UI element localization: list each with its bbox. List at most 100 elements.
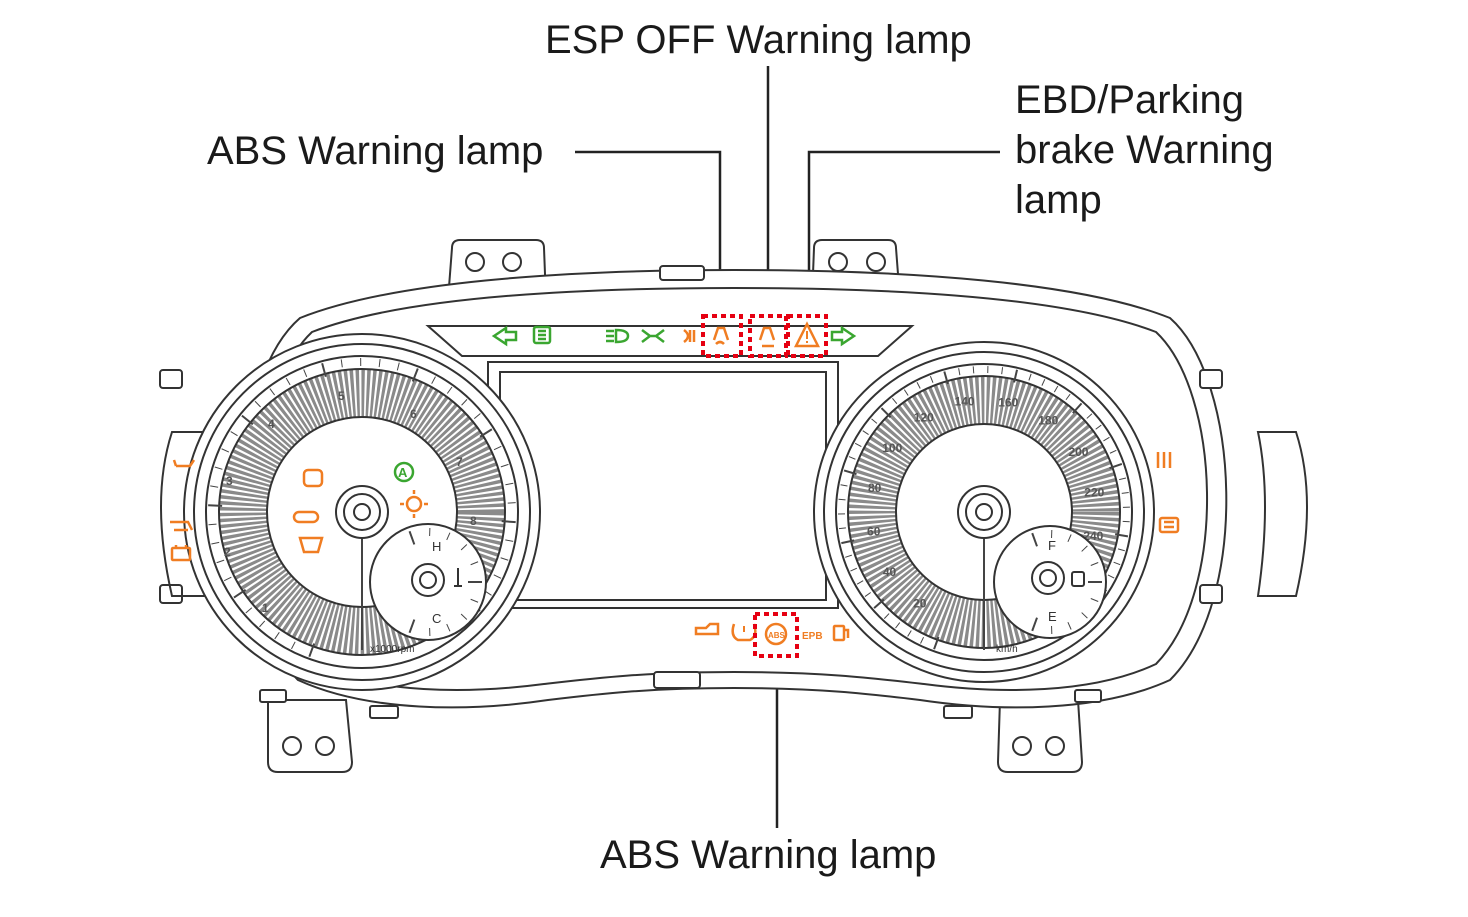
top-telltales: [491, 314, 857, 358]
tick-mark: [378, 359, 381, 368]
tick-mark: [1028, 373, 1032, 381]
speed-number: 220: [1084, 486, 1104, 500]
tick-mark: [1119, 477, 1127, 481]
temp-low-label: C: [432, 611, 441, 626]
warning-triangle-icon: [793, 321, 821, 348]
temp-high-label: H: [432, 539, 441, 554]
tick-mark: [1109, 449, 1117, 454]
seatbelt-icon: [170, 520, 194, 532]
tick-mark: [446, 623, 451, 632]
tick-mark: [473, 413, 481, 420]
tick-mark: [892, 397, 898, 405]
speed-number: 60: [867, 524, 881, 538]
tick-mark: [505, 482, 514, 486]
tacho-orange-icon-3: [298, 536, 324, 554]
speed-number: 240: [1083, 529, 1103, 543]
tick-mark: [1067, 621, 1072, 630]
abs-callout-top: ABS Warning lamp: [207, 129, 543, 173]
tick-mark: [848, 456, 856, 460]
tacho-number-5: 5: [338, 389, 345, 403]
bottom-telltales: ABS EPB: [694, 612, 850, 658]
tick-mark: [838, 527, 846, 530]
battery-icon: [170, 545, 192, 562]
speed-number: 20: [913, 597, 927, 611]
speed-number: 180: [1038, 413, 1058, 427]
tick-mark: [501, 520, 516, 524]
tick-mark: [943, 371, 949, 385]
tick-mark: [871, 418, 878, 424]
speed-number: 200: [1068, 445, 1088, 459]
tick-mark: [493, 574, 502, 579]
esp-off-icon: [758, 326, 776, 348]
tick-mark: [308, 643, 316, 658]
tick-mark: [843, 469, 857, 476]
tick-mark: [1031, 617, 1038, 632]
tick-mark: [291, 641, 296, 650]
ebd-callout-line2: brake Warning: [1015, 128, 1274, 172]
tick-mark: [230, 431, 238, 437]
tick-mark: [1072, 402, 1083, 414]
tick-mark: [929, 376, 934, 383]
tick-mark: [1086, 413, 1093, 419]
tick-mark: [1095, 424, 1102, 430]
tick-mark: [254, 400, 261, 408]
tick-mark: [895, 622, 901, 629]
tick-mark: [460, 613, 468, 620]
tick-mark: [841, 539, 855, 545]
tick-mark: [907, 630, 912, 637]
tick-mark: [1053, 385, 1059, 393]
mount-bracket-bottom-left: [267, 699, 354, 773]
tick-mark: [1013, 369, 1019, 383]
abs-highlight-box-top: [701, 314, 743, 358]
tick-mark: [211, 541, 220, 545]
tick-mark: [500, 463, 509, 468]
check-engine-icon: [694, 622, 720, 636]
speed-number: 40: [883, 565, 897, 579]
tick-mark: [500, 557, 509, 561]
oil-pressure-icon: [172, 459, 196, 468]
abs-highlight-box-bottom: [753, 612, 799, 658]
tick-mark: [241, 414, 254, 426]
esp-icon: [712, 326, 730, 345]
tacho-orange-icon-1: [302, 468, 324, 488]
tick-mark: [233, 588, 247, 599]
speed-number: 160: [998, 396, 1018, 410]
right-warning-icon-1: [1156, 452, 1172, 468]
tick-mark: [223, 576, 232, 582]
left-side-warnings: [170, 459, 196, 562]
tick-mark: [1081, 545, 1088, 552]
speed-unit: km/h: [996, 644, 1018, 655]
tick-mark: [883, 613, 890, 619]
tick-mark: [838, 498, 846, 501]
tick-mark: [933, 636, 940, 650]
tick-mark: [864, 592, 871, 597]
abs-icon: ABS: [764, 622, 788, 646]
tick-mark: [880, 407, 892, 419]
tick-mark: [479, 428, 493, 438]
tick-mark: [1090, 562, 1099, 566]
temp-icon: [454, 568, 462, 587]
temperature-gauge: H C: [369, 523, 487, 641]
ebd-callout-line1: EBD/Parking: [1015, 78, 1244, 122]
tick-mark: [903, 389, 909, 396]
tick-mark: [269, 388, 276, 396]
tick-mark: [210, 485, 219, 488]
tick-mark: [245, 607, 253, 614]
tick-mark: [214, 466, 223, 470]
tick-mark: [1109, 462, 1123, 470]
turn-left-arrow-icon: [491, 325, 518, 347]
high-beam-icon: [532, 325, 552, 345]
tick-mark: [873, 598, 885, 609]
tick-mark: [411, 368, 419, 382]
right-side-warnings: [1156, 452, 1180, 534]
tick-mark: [259, 620, 266, 628]
tick-mark: [446, 386, 453, 394]
tick-mark: [1113, 561, 1121, 566]
rear-fog-icon: [683, 329, 696, 343]
turn-right-arrow-icon: [830, 325, 857, 347]
tick-mark: [972, 366, 975, 374]
tick-mark: [408, 619, 416, 634]
tick-mark: [1090, 598, 1099, 602]
tacho-number-8: 8: [470, 514, 477, 528]
tick-mark: [840, 484, 848, 487]
